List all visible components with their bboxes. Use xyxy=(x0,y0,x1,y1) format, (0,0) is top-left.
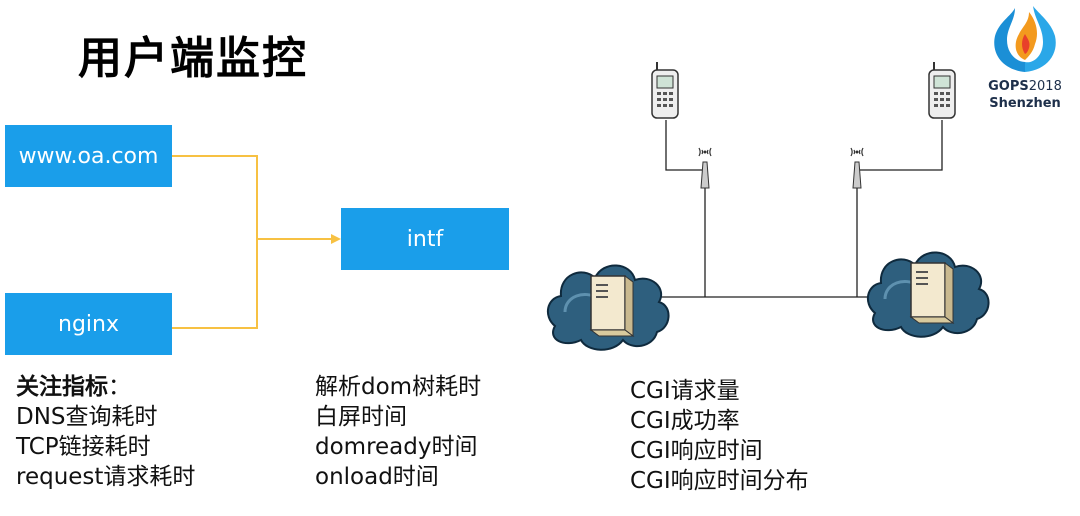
cgi-metrics-list: CGI请求量 CGI成功率 CGI响应时间 CGI响应时间分布 xyxy=(630,376,809,496)
arrow-head-icon xyxy=(331,234,341,244)
focus-metrics-list: 关注指标： DNS查询耗时 TCP链接耗时 request请求耗时 xyxy=(16,372,195,492)
list-item: CGI请求量 xyxy=(630,378,740,404)
logo-line2: Shenzhen xyxy=(989,96,1061,111)
list-item: onload时间 xyxy=(315,464,439,490)
logo-line1-b: 2018 xyxy=(1028,79,1062,94)
server-cloud-icon xyxy=(866,251,990,338)
antenna-icon xyxy=(698,147,712,189)
list-item: DNS查询耗时 xyxy=(16,404,158,430)
focus-metrics-colon: ： xyxy=(108,374,131,400)
antenna-icon xyxy=(850,147,864,189)
gops-logo: GOPS2018 Shenzhen xyxy=(985,2,1065,122)
list-item: TCP链接耗时 xyxy=(16,434,151,460)
page-title: 用户端监控 xyxy=(78,33,308,84)
server-cloud-icon xyxy=(546,264,670,351)
focus-metrics-heading: 关注指标 xyxy=(16,374,108,400)
connector-lines xyxy=(172,155,332,329)
logo-line1: GOPS2018 xyxy=(985,79,1065,94)
list-item: CGI响应时间分布 xyxy=(630,468,809,494)
list-item: 白屏时间 xyxy=(315,404,407,430)
list-item: CGI响应时间 xyxy=(630,438,763,464)
mobile-phone-icon xyxy=(651,62,679,119)
network-lines xyxy=(640,120,943,298)
box-www: www.oa.com xyxy=(5,125,172,187)
connector-nginx xyxy=(172,239,258,329)
box-intf: intf xyxy=(341,208,509,270)
mobile-phone-icon xyxy=(928,62,956,119)
connector-www xyxy=(172,155,258,239)
flame-logo-icon xyxy=(994,6,1056,72)
box-nginx: nginx xyxy=(5,293,172,355)
logo-line1-a: GOPS xyxy=(988,79,1029,94)
page-metrics-list: 解析dom树耗时 白屏时间 domready时间 onload时间 xyxy=(315,372,481,492)
list-item: domready时间 xyxy=(315,434,478,460)
focus-metrics-heading-line: 关注指标： xyxy=(16,372,195,402)
list-item: CGI成功率 xyxy=(630,408,740,434)
list-item: 解析dom树耗时 xyxy=(315,374,482,400)
list-item: request请求耗时 xyxy=(16,464,196,490)
